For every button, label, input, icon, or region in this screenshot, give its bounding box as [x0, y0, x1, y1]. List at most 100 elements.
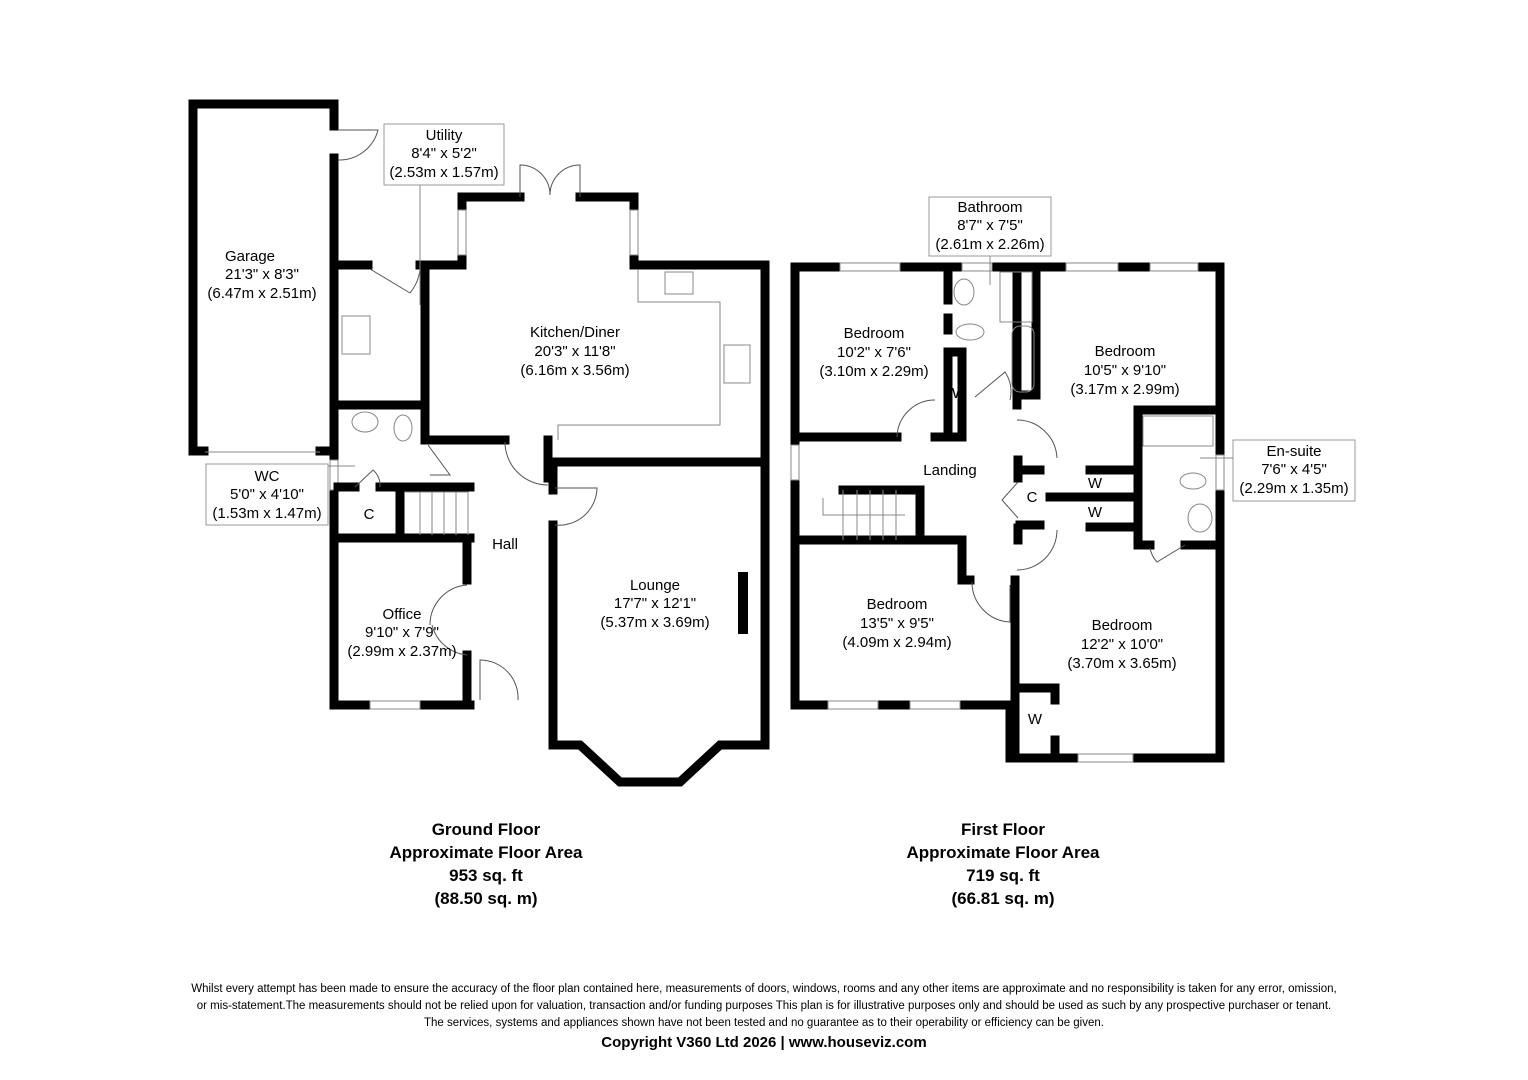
ground-floor-title: Ground Floor [431, 820, 541, 839]
lounge-imperial: 17'7" x 12'1" [614, 595, 696, 612]
bedroom2-window-b [1149, 262, 1199, 272]
bedroom3-imperial: 13'5" x 9'5" [860, 615, 934, 632]
kitchen-worktop [557, 270, 721, 440]
kitchen-french-doors [519, 164, 581, 197]
wc-name: WC [255, 468, 280, 485]
bedroom2-window-a [1065, 262, 1119, 272]
garage-walls [188, 99, 339, 457]
first-floor-outer-walls [790, 262, 1225, 763]
bathroom-imperial: 8'7" x 7'5" [957, 217, 1023, 234]
bedroom2-metric: (3.17m x 2.99m) [1070, 381, 1179, 398]
kitchen-window-left [457, 209, 467, 256]
garage-imperial: 21'3" x 8'3" [225, 266, 299, 283]
ensuite-door [1149, 544, 1186, 563]
bathroom-wardrobe-label: W [952, 385, 967, 402]
ground-floor-subtitle: Approximate Floor Area [389, 843, 583, 862]
bedroom3-metric: (4.09m x 2.94m) [842, 634, 951, 651]
kitchen-imperial: 20'3" x 11'8" [534, 343, 615, 360]
bedroom2-name: Bedroom [1095, 343, 1156, 360]
utility-door [369, 268, 421, 294]
first-floor-sqft: 719 sq. ft [966, 866, 1040, 885]
office-imperial: 9'10" x 7'9" [365, 624, 439, 641]
first-floor-internal-walls [790, 262, 1225, 763]
bedroom4-name: Bedroom [1092, 617, 1153, 634]
garage-name: Garage [225, 248, 275, 265]
bedroom1-window [839, 262, 901, 272]
bathroom-metric: (2.61m x 2.26m) [935, 236, 1044, 253]
ensuite-shower-icon [1142, 415, 1214, 447]
lounge-door [554, 487, 598, 526]
wc-door [354, 469, 381, 488]
lounge-metric: (5.37m x 3.69m) [600, 614, 709, 631]
bedroom4-door [1016, 529, 1058, 571]
copyright: Copyright V360 Ltd 2026 | www.houseviz.c… [601, 1034, 927, 1051]
bedroom3-window-b [909, 700, 961, 710]
utility-name: Utility [426, 127, 463, 144]
ground-floor-plan [188, 99, 770, 787]
first-floor-title: First Floor [960, 820, 1046, 839]
bedroom1-name: Bedroom [844, 325, 905, 342]
utility-metric: (2.53m x 1.57m) [389, 164, 498, 181]
ground-stairs [405, 491, 469, 535]
ensuite-window [1215, 454, 1225, 491]
first-stairs [822, 490, 905, 540]
office-name: Office [383, 606, 422, 623]
first-floor-summary: First Floor Approximate Floor Area 719 s… [843, 818, 1163, 910]
first-cupboard-label: C [1027, 489, 1038, 506]
garage-side-door [337, 129, 379, 161]
bedroom3-name: Bedroom [867, 596, 928, 613]
office-metric: (2.99m x 2.37m) [347, 643, 456, 660]
bathroom-label-box [928, 196, 1052, 257]
kitchen-metric: (6.16m x 3.56m) [520, 362, 629, 379]
first-floor-sqm: (66.81 sq. m) [951, 889, 1055, 908]
disclaimer-line-3: The services, systems and appliances sho… [424, 1017, 1104, 1029]
wc-basin-icon [351, 411, 379, 433]
disclaimer-line-1: Whilst every attempt has been made to en… [191, 983, 1337, 995]
bedroom4-window [1077, 753, 1134, 763]
wc-label-box [205, 463, 329, 526]
wc-metric: (1.53m x 1.47m) [212, 505, 321, 522]
front-door [479, 659, 519, 701]
hall-kitchen-door [504, 441, 549, 486]
ensuite-name: En-suite [1266, 443, 1321, 460]
bathroom-basin-icon [953, 278, 975, 306]
bedroom1-imperial: 10'2" x 7'6" [837, 344, 911, 361]
kitchen-walls [420, 192, 770, 787]
bedroom2-door [1016, 419, 1058, 459]
bedroom4-metric: (3.70m x 3.65m) [1067, 655, 1176, 672]
ensuite-label-box [1232, 439, 1356, 502]
cupboard-door [1001, 481, 1019, 519]
room-labels: Garage 21'3" x 8'3" (6.47m x 2.51m) Util… [205, 123, 1356, 728]
bedroom4-wardrobe-label: W [1028, 711, 1043, 728]
bedroom2-imperial: 10'5" x 9'10" [1084, 362, 1166, 379]
bathroom-toilet-icon [955, 323, 985, 341]
ensuite-toilet-icon [1179, 472, 1207, 490]
hall-label: Hall [492, 536, 518, 553]
wc-imperial: 5'0" x 4'10" [230, 486, 304, 503]
ground-floor-summary: Ground Floor Approximate Floor Area 953 … [326, 818, 646, 910]
ground-cupboard-label: C [364, 506, 375, 523]
utility-sink-icon [341, 315, 371, 355]
bedroom1-door [896, 399, 936, 438]
disclaimer-line-2: or mis-statement.The measurements should… [196, 1000, 1332, 1012]
wc-walls [333, 400, 475, 710]
office-window [369, 700, 421, 710]
first-floor-subtitle: Approximate Floor Area [906, 843, 1100, 862]
bathroom-name: Bathroom [957, 199, 1022, 216]
bedroom3-door [971, 581, 1011, 623]
kitchen-window-right [629, 209, 639, 256]
wc-hall-door [427, 444, 451, 476]
first-floor-plan [790, 262, 1225, 763]
landing-label: Landing [923, 462, 976, 479]
utility-imperial: 8'4" x 5'2" [411, 145, 477, 162]
ensuite-metric: (2.29m x 1.35m) [1239, 480, 1348, 497]
ensuite-imperial: 7'6" x 4'5" [1261, 461, 1327, 478]
lounge-name: Lounge [630, 577, 680, 594]
west-wall [329, 260, 475, 710]
ensuite-basin-icon [1187, 503, 1213, 533]
wardrobe-label-upper: W [1088, 475, 1103, 492]
utility-label-box [383, 123, 505, 186]
wardrobe-label-lower: W [1088, 504, 1103, 521]
wc-toilet-icon [393, 414, 413, 442]
